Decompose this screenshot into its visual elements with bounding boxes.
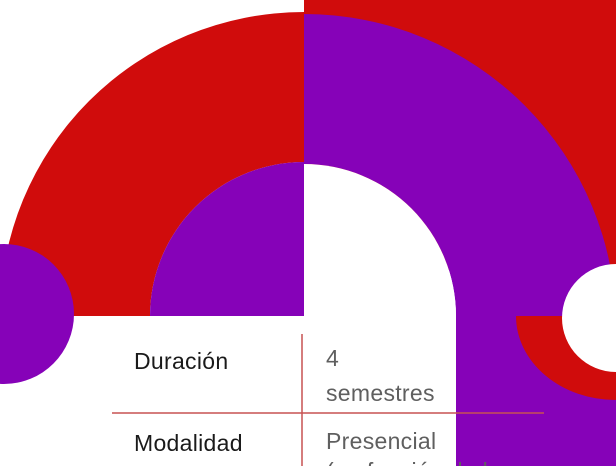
- modality-value-line-1: Presencial: [326, 428, 437, 454]
- duration-value-line-2: semestres: [326, 380, 435, 406]
- red-quarter-ring: [0, 12, 304, 316]
- duration-value-line-1: 4: [326, 345, 340, 371]
- modality-value-line-2: (en función de la: [326, 458, 501, 466]
- purple-quarter-disk: [150, 162, 304, 316]
- duration-label: Duración: [134, 348, 229, 374]
- white-circle: [562, 264, 616, 372]
- purple-circle: [0, 244, 74, 384]
- modality-label: Modalidad: [134, 430, 243, 456]
- white-quarter-disk: [304, 164, 456, 316]
